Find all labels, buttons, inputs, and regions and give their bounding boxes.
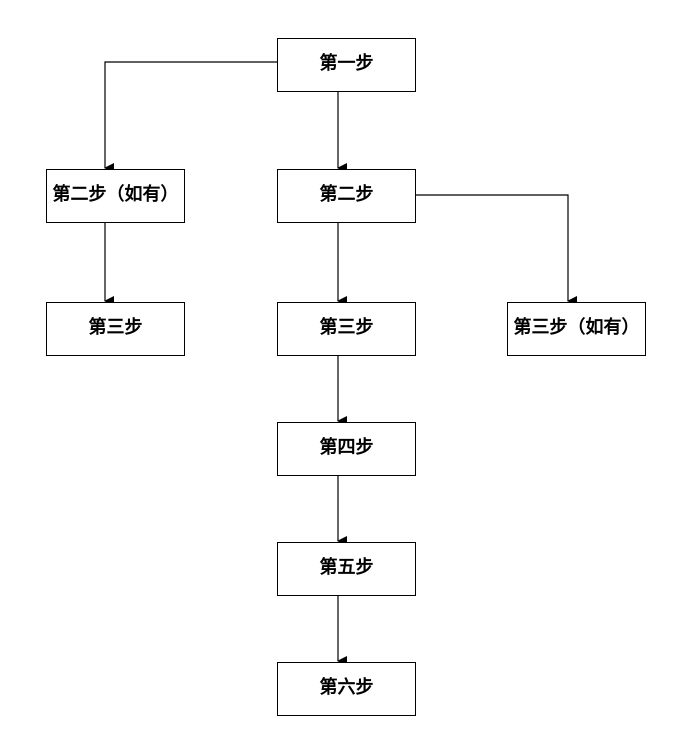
node-step6: 第六步 <box>277 662 416 716</box>
node-step2-optional: 第二步（如有） <box>46 169 185 223</box>
node-step1: 第一步 <box>277 38 416 92</box>
connector-step1-to-step2-optional <box>104 61 277 173</box>
node-center-step3: 第三步 <box>277 302 416 356</box>
node-left-step3: 第三步 <box>46 302 185 356</box>
node-step5: 第五步 <box>277 542 416 596</box>
connector-step2-to-step3-optional <box>416 194 577 306</box>
node-step3-optional: 第三步（如有） <box>507 302 646 356</box>
node-step2: 第二步 <box>277 169 416 223</box>
node-step4: 第四步 <box>277 422 416 476</box>
